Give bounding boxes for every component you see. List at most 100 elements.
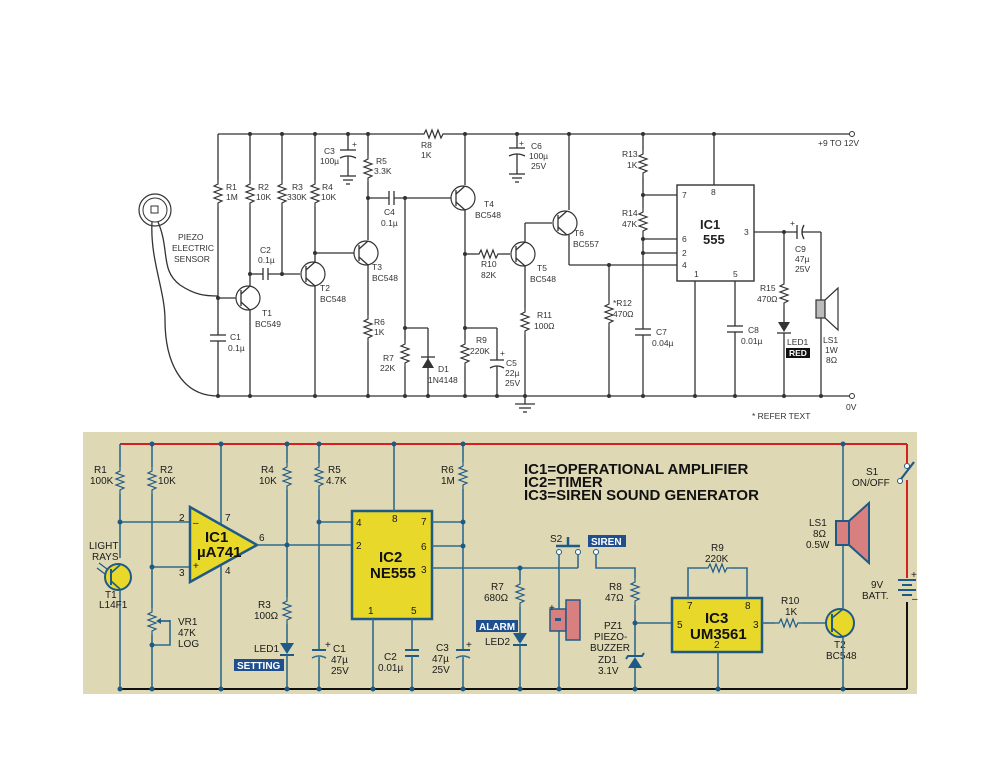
b-r4-label: R4 xyxy=(261,465,274,476)
t3-label: T3 xyxy=(372,262,382,272)
b-r5-value: 4.7K xyxy=(326,476,347,487)
r9-value: 220K xyxy=(470,346,490,356)
led2-label: LED2 xyxy=(485,637,510,648)
b-ic1-value: µA741 xyxy=(197,544,242,561)
resistor-r14 xyxy=(638,207,648,236)
b-c3-value: 47µ xyxy=(432,654,449,665)
b-r1-label: R1 xyxy=(94,465,107,476)
c1-value: 0.1µ xyxy=(228,343,245,353)
r13-label: R13 xyxy=(622,149,638,159)
ic1-pin-1: 1 xyxy=(694,269,699,279)
b-t1-label: T1 xyxy=(105,590,117,601)
supply-label: +9 TO 12V xyxy=(818,138,859,148)
b-ic2-pin-7: 7 xyxy=(421,517,427,528)
resistor-r10 xyxy=(474,249,503,259)
top-circuit: +9 TO 12V 0V * REFER TEXT PIEZO ELECTRIC… xyxy=(138,129,859,421)
b-ic2-pin-5: 5 xyxy=(411,606,417,617)
ic1-pin-8: 8 xyxy=(711,187,716,197)
b-r2-label: R2 xyxy=(160,465,173,476)
b-ic3-pin-2: 2 xyxy=(714,640,720,651)
transistor-t2 xyxy=(300,261,326,287)
switch-s2[interactable] xyxy=(556,537,599,555)
b-t2-value: BC548 xyxy=(826,651,857,662)
supply-terminal xyxy=(849,131,855,137)
b-ic1-pin-2: 2 xyxy=(179,513,185,524)
sensor-label-2: ELECTRIC xyxy=(172,243,214,253)
b-r9-value: 220K xyxy=(705,554,729,565)
sensor-label-3: SENSOR xyxy=(174,254,210,264)
resistor-r7 xyxy=(400,339,410,368)
c3-plus: + xyxy=(352,139,357,149)
r3-label: R3 xyxy=(292,182,303,192)
pz1-type-1: PIEZO- xyxy=(594,632,627,643)
ic1-pin-5: 5 xyxy=(733,269,738,279)
s2-label: S2 xyxy=(550,534,563,545)
r6-value: 1K xyxy=(374,327,385,337)
r2-value: 10K xyxy=(256,192,271,202)
piezo-buzzer-pz1 xyxy=(549,599,581,641)
b-c1-label: C1 xyxy=(333,644,346,655)
c6-label: C6 xyxy=(531,141,542,151)
transistor-t2-b xyxy=(825,608,855,638)
r15-label: R15 xyxy=(760,283,776,293)
speaker-ls1-b xyxy=(835,500,870,566)
b-ic2-pin-6: 6 xyxy=(421,542,427,553)
b-ic1-label: IC1 xyxy=(205,529,228,546)
ic1-label: IC1 xyxy=(700,217,720,232)
b-ic2-pin-1: 1 xyxy=(368,606,374,617)
phototransistor-t1 xyxy=(96,562,132,591)
ic1-555 xyxy=(676,184,755,282)
resistor-r3 xyxy=(277,179,287,208)
r6-label: R6 xyxy=(374,317,385,327)
b-ic2-pin-3: 3 xyxy=(421,565,427,576)
r5-label: R5 xyxy=(376,156,387,166)
t2-label: T2 xyxy=(320,283,330,293)
footnote: * REFER TEXT xyxy=(752,411,810,421)
t6-label: T6 xyxy=(574,228,584,238)
zd1-value: 3.1V xyxy=(598,666,619,677)
led2 xyxy=(513,633,527,644)
r1-label: R1 xyxy=(226,182,237,192)
resistor-r4 xyxy=(310,179,320,208)
ic1-value: 555 xyxy=(703,232,725,247)
ic1-pin-7: 7 xyxy=(682,190,687,200)
b-led1-label: LED1 xyxy=(254,644,279,655)
c8-value: 0.01µ xyxy=(741,336,763,346)
s1-value: ON/OFF xyxy=(852,478,890,489)
b-ic3-value: UM3561 xyxy=(690,626,747,643)
b-c2-value: 0.01µ xyxy=(378,663,403,674)
t4-label: T4 xyxy=(484,199,494,209)
b-c1-voltage: 25V xyxy=(331,666,349,677)
b-r6-value: 1M xyxy=(441,476,455,487)
b-r8-value: 47Ω xyxy=(605,593,624,604)
b-r6-label: R6 xyxy=(441,465,454,476)
r5-value: 3.3K xyxy=(374,166,392,176)
light-label-1: LIGHT xyxy=(89,541,118,552)
c9-label: C9 xyxy=(795,244,806,254)
bottom-circuit: S1 ON/OFF + – 9V BATT. R1 100K LIGHT xyxy=(83,432,918,694)
setting-label: SETTING xyxy=(237,661,281,672)
c4-value: 0.1µ xyxy=(381,218,398,228)
resistor-r6 xyxy=(363,314,373,343)
ic1-pin-3: 3 xyxy=(744,227,749,237)
b-r3-label: R3 xyxy=(258,600,271,611)
setting-badge xyxy=(234,659,284,671)
t1-label: T1 xyxy=(262,308,272,318)
b-r7-value: 680Ω xyxy=(484,593,509,604)
b-ic3-pin-3: 3 xyxy=(753,620,759,631)
b-t2-label: T2 xyxy=(834,640,846,651)
battery-plus: + xyxy=(911,570,917,581)
ls1-label: LS1 xyxy=(823,335,838,345)
r10-label: R10 xyxy=(481,259,497,269)
c3-label: C3 xyxy=(324,146,335,156)
b-ls1-label: LS1 xyxy=(809,518,827,529)
switch-s1[interactable] xyxy=(904,463,910,469)
transistor-t6 xyxy=(552,210,578,236)
c5-label: C5 xyxy=(506,358,517,368)
t4-value: BC548 xyxy=(475,210,501,220)
r15-value: 470Ω xyxy=(757,294,778,304)
b-c3-label: C3 xyxy=(436,643,449,654)
diode-d1 xyxy=(422,358,434,368)
resistor-r8 xyxy=(419,129,448,139)
b-r10-value: 1K xyxy=(785,607,798,618)
